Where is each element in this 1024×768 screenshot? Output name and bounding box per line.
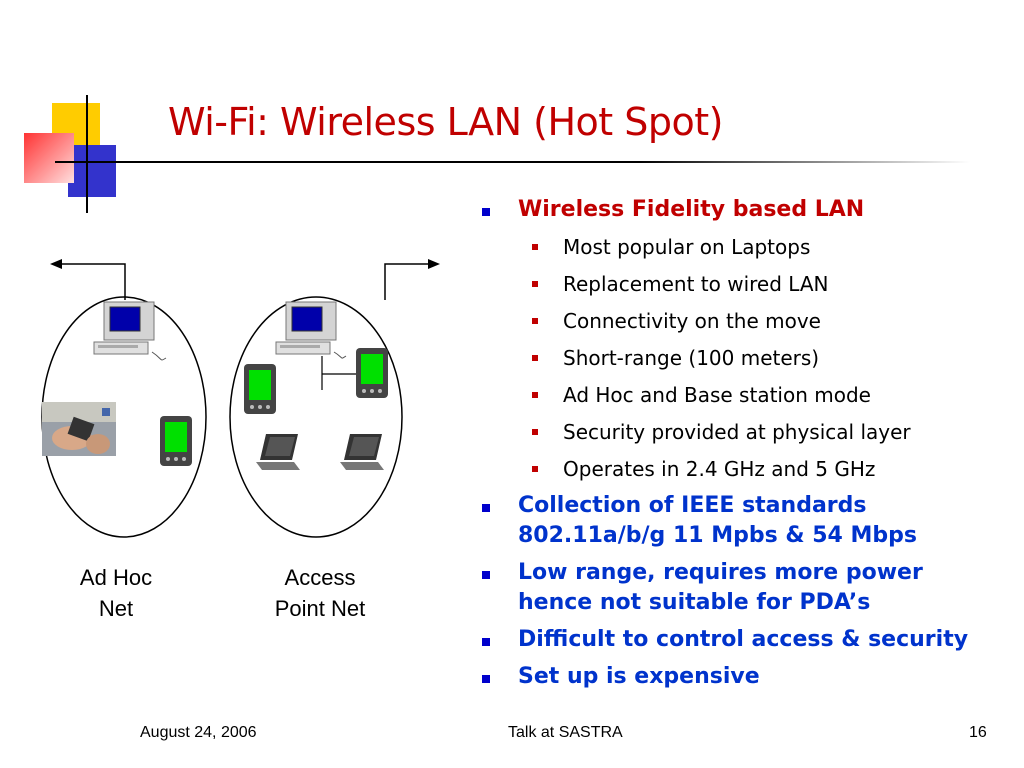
adhoc-net-label: Ad Hoc Net — [46, 562, 186, 624]
footer-date: August 24, 2006 — [140, 724, 257, 741]
pda-icon — [244, 364, 276, 414]
bullet-text-line2: 802.11a/b/g 11 Mpbs & 54 Mbps — [518, 523, 917, 548]
sub-bullet-text: Replacement to wired LAN — [563, 272, 829, 296]
bullet-item: Difficult to control access & security — [470, 625, 1010, 655]
logo-blue-square — [68, 145, 116, 197]
square-bullet-icon — [532, 244, 538, 250]
square-bullet-icon — [532, 281, 538, 287]
square-bullet-icon — [532, 429, 538, 435]
logo-vertical-line — [86, 95, 88, 213]
bullet-text: Wireless Fidelity based LAN — [518, 197, 865, 222]
bullet-text-line1: Collection of IEEE standards — [518, 493, 867, 518]
access-arrow — [384, 259, 440, 300]
access-point-link — [321, 356, 358, 390]
title-rule-fade — [640, 161, 970, 163]
sub-bullet-item: Connectivity on the move — [470, 306, 1010, 336]
bullet-item: Low range, requires more power hence not… — [470, 558, 1010, 618]
adhoc-arrow — [50, 259, 126, 300]
bullet-text-line1: Low range, requires more power — [518, 560, 923, 585]
sub-bullet-text: Most popular on Laptops — [563, 235, 811, 259]
laptop-icon — [340, 434, 384, 470]
square-bullet-icon — [532, 392, 538, 398]
sub-bullet-item: Ad Hoc and Base station mode — [470, 380, 1010, 410]
access-point-net-label: Access Point Net — [250, 562, 390, 624]
sub-bullet-text: Security provided at physical layer — [563, 420, 911, 444]
bullet-text: Low range, requires more power hence not… — [518, 558, 923, 618]
square-bullet-icon — [482, 675, 490, 683]
bullet-item: Wireless Fidelity based LAN — [470, 195, 1010, 225]
adhoc-net-label-line2: Net — [98, 596, 134, 621]
bullet-item: Set up is expensive — [470, 662, 1010, 692]
access-point-net-label-line2: Point Net — [274, 596, 366, 621]
access-point-net-ellipse — [229, 296, 403, 538]
adhoc-net-label-line1: Ad Hoc — [79, 565, 153, 590]
bullet-text-line2: hence not suitable for PDA’s — [518, 590, 871, 615]
footer-talk: Talk at SASTRA — [508, 724, 623, 741]
sub-bullet-item: Operates in 2.4 GHz and 5 GHz — [470, 454, 1010, 484]
access-point-desktop-icon — [275, 301, 347, 359]
sub-bullet-item: Most popular on Laptops — [470, 232, 1010, 262]
pda-icon — [356, 348, 388, 398]
square-bullet-icon — [482, 638, 490, 646]
sub-bullet-text: Connectivity on the move — [563, 309, 821, 333]
network-diagram — [41, 259, 440, 538]
bullet-list: Wireless Fidelity based LAN Most popular… — [470, 195, 1010, 699]
slide-logo — [0, 0, 130, 220]
bullet-text: Set up is expensive — [518, 664, 760, 689]
sub-bullet-item: Security provided at physical layer — [470, 417, 1010, 447]
square-bullet-icon — [532, 355, 538, 361]
pda-icon — [160, 416, 192, 466]
bullet-text: Collection of IEEE standards 802.11a/b/g… — [518, 491, 917, 551]
bullet-item: Collection of IEEE standards 802.11a/b/g… — [470, 491, 1010, 551]
desktop-computer-icon — [93, 301, 167, 361]
slide-title: Wi-Fi: Wireless LAN (Hot Spot) — [168, 100, 724, 144]
sub-bullet-item: Replacement to wired LAN — [470, 269, 1010, 299]
square-bullet-icon — [482, 571, 490, 579]
logo-red-square — [24, 133, 74, 183]
sub-bullet-text: Operates in 2.4 GHz and 5 GHz — [563, 457, 876, 481]
laptop-icon — [256, 434, 300, 470]
sub-bullet-text: Ad Hoc and Base station mode — [563, 383, 871, 407]
square-bullet-icon — [532, 318, 538, 324]
footer-page-number: 16 — [969, 724, 987, 741]
bullet-text: Difficult to control access & security — [518, 627, 969, 652]
square-bullet-icon — [482, 504, 490, 512]
sub-bullet-item: Short-range (100 meters) — [470, 343, 1010, 373]
sub-bullet-text: Short-range (100 meters) — [563, 346, 820, 370]
title-rule — [55, 161, 965, 163]
square-bullet-icon — [532, 466, 538, 472]
handheld-photo — [42, 402, 116, 456]
square-bullet-icon — [482, 208, 490, 216]
access-point-net-label-line1: Access — [284, 565, 356, 590]
